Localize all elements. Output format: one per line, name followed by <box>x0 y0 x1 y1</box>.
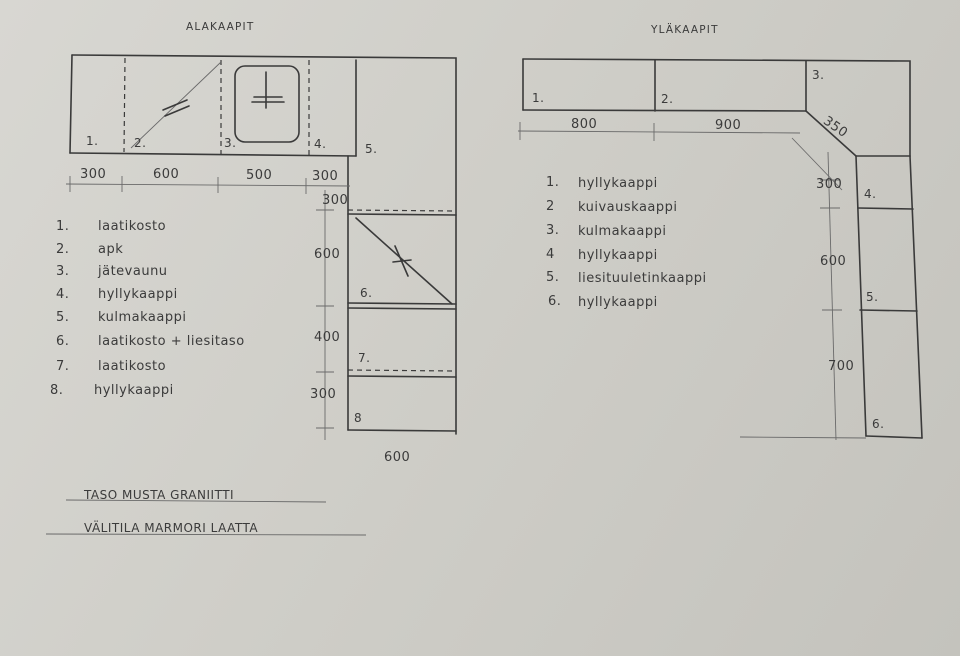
upper-cab-4-label: 4. <box>864 187 876 201</box>
upper-cab-5-label: 5. <box>866 290 878 304</box>
lower-legend-text: laatikosto <box>98 219 166 234</box>
lower-legend-num: 2. <box>56 242 69 257</box>
upper-legend-text: hyllykaappi <box>578 176 658 191</box>
lower-cab-3-label: 3. <box>224 136 236 150</box>
lower-width-dimensions <box>65 176 351 194</box>
lower-legend-text: laatikosto + liesitaso <box>98 334 245 349</box>
upper-cabinet-run <box>517 58 923 441</box>
lower-title: ALAKAAPIT <box>186 21 254 33</box>
lower-legend-num: 3. <box>56 264 69 279</box>
lower-bottom-width: 600 <box>384 450 410 465</box>
lower-width-3: 500 <box>246 168 272 183</box>
lower-legend: 1. laatikosto 2. apk 3. jätevaunu 4. hyl… <box>50 219 245 398</box>
lower-cab-5-label: 5. <box>365 142 377 156</box>
note-backsplash: VÄLITILA MARMORI LAATTA <box>84 520 258 535</box>
upper-legend-text: hyllykaappi <box>578 295 658 310</box>
upper-legend-text: kuivauskaappi <box>578 200 678 215</box>
lower-cab-1-label: 1. <box>86 134 98 148</box>
upper-legend-text: hyllykaappi <box>578 248 658 263</box>
lower-cabinet-run <box>69 54 457 435</box>
upper-cab-2-label: 2. <box>661 92 673 106</box>
upper-width-1: 800 <box>571 117 597 132</box>
lower-legend-num: 4. <box>56 287 69 302</box>
lower-cab-8-label: 8 <box>354 411 362 425</box>
lower-cab-2-label: 2. <box>134 136 146 150</box>
upper-legend-num: 1. <box>546 175 559 190</box>
lower-height-3: 400 <box>314 330 340 345</box>
upper-legend-text: kulmakaappi <box>578 224 666 239</box>
lower-height-dimensions <box>316 190 334 440</box>
lower-legend-num: 8. <box>50 383 63 398</box>
lower-height-4: 300 <box>310 387 336 402</box>
lower-cab-4-label: 4. <box>314 137 326 151</box>
upper-legend-num: 4 <box>546 247 555 262</box>
upper-legend-text: liesituuletinkaappi <box>578 271 707 286</box>
lower-legend-text: kulmakaappi <box>98 310 186 325</box>
sink-icon <box>234 65 300 143</box>
lower-cab-7-label: 7. <box>358 351 370 365</box>
lower-width-2: 600 <box>153 167 179 182</box>
upper-height-3: 700 <box>828 359 854 374</box>
lower-width-4: 300 <box>312 169 338 184</box>
note-countertop: TASO MUSTA GRANIITTI <box>83 488 234 502</box>
upper-legend: 1. hyllykaappi 2 kuivauskaappi 3. kulmak… <box>546 175 707 310</box>
upper-legend-num: 6. <box>548 294 561 309</box>
material-notes: TASO MUSTA GRANIITTI VÄLITILA MARMORI LA… <box>45 488 367 536</box>
lower-legend-text: hyllykaappi <box>94 383 174 398</box>
lower-width-1: 300 <box>80 167 106 182</box>
lower-legend-text: jätevaunu <box>97 264 168 279</box>
upper-cab-1-label: 1. <box>532 91 544 105</box>
upper-cab-3-label: 3. <box>812 68 824 82</box>
lower-legend-num: 1. <box>56 219 69 234</box>
upper-title: YLÄKAAPIT <box>650 23 719 36</box>
upper-cab-6-label: 6. <box>872 417 884 431</box>
lower-height-1: 300 <box>322 193 348 208</box>
upper-width-2: 900 <box>715 118 741 133</box>
upper-legend-num: 3. <box>546 223 559 238</box>
lower-legend-text: laatikosto <box>98 359 166 374</box>
lower-cab-6-label: 6. <box>360 286 372 300</box>
upper-legend-num: 5. <box>546 270 559 285</box>
lower-legend-text: apk <box>98 242 123 257</box>
lower-legend-num: 6. <box>56 334 69 349</box>
lower-legend-text: hyllykaappi <box>98 287 178 302</box>
lower-legend-num: 5. <box>56 310 69 325</box>
upper-height-2: 600 <box>820 254 846 269</box>
lower-height-2: 600 <box>314 247 340 262</box>
upper-height-1: 300 <box>816 177 842 192</box>
upper-legend-num: 2 <box>546 199 555 214</box>
lower-legend-num: 7. <box>56 359 69 374</box>
